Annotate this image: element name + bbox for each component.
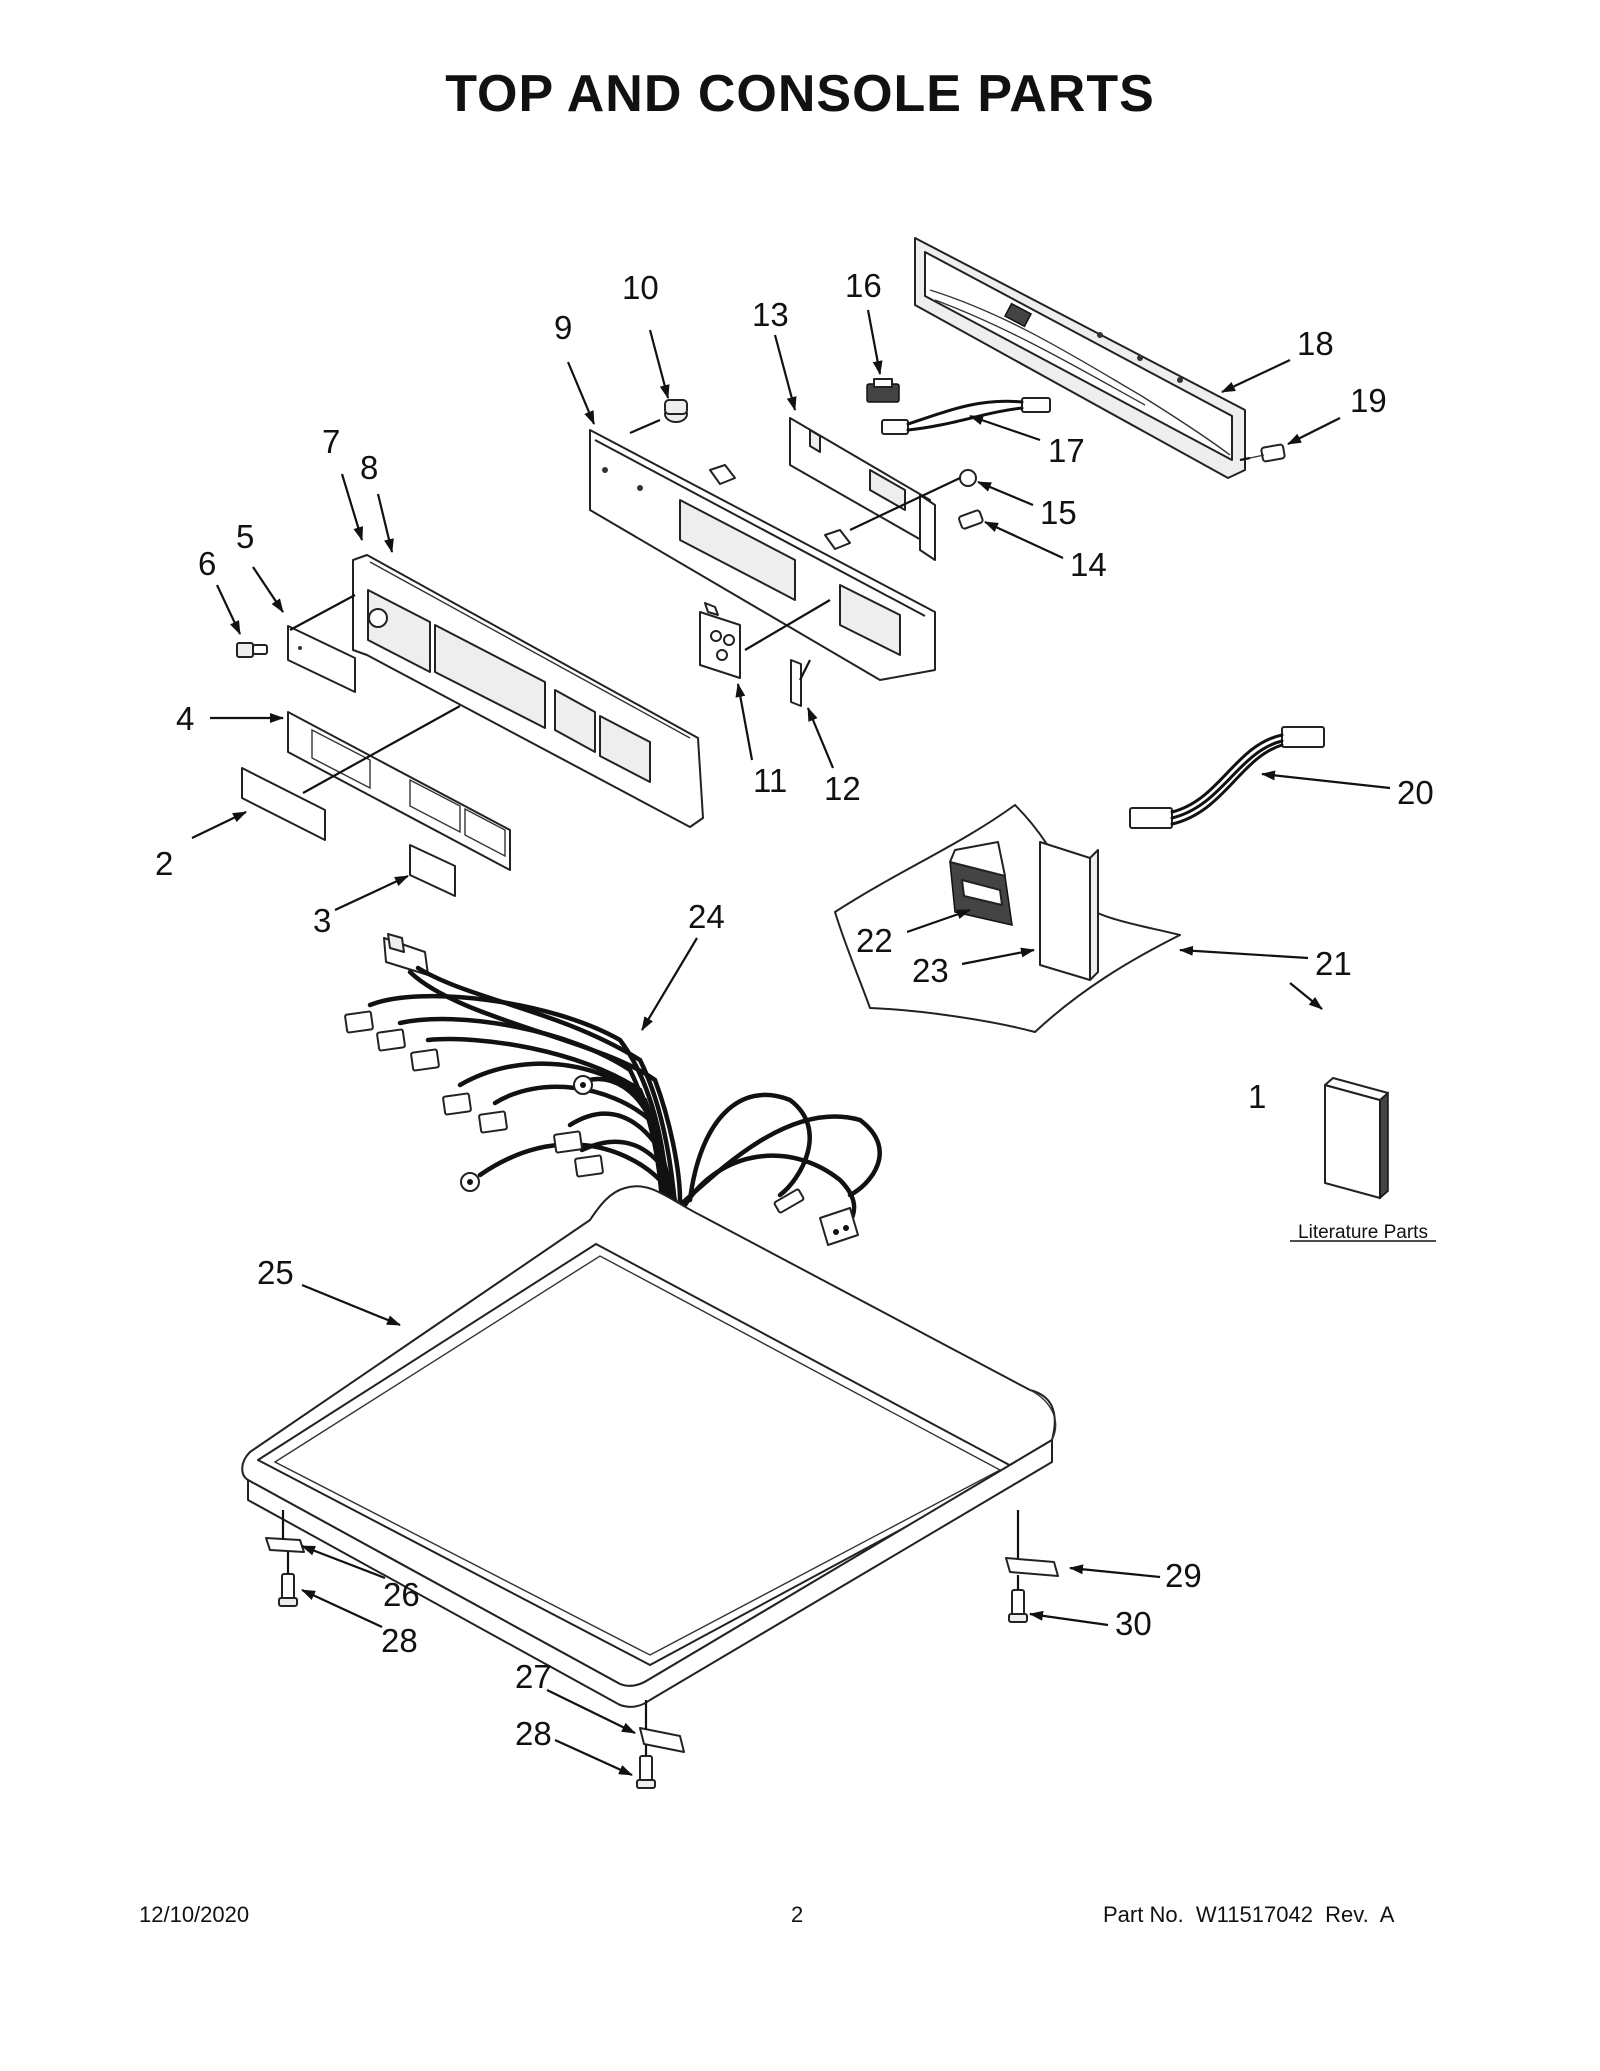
literature-book-1: [1324, 1077, 1389, 1200]
callout-13: 13: [752, 296, 789, 333]
main-wire-harness-24: [344, 933, 882, 1246]
screw-6: [236, 642, 268, 658]
callout-22: 22: [856, 922, 893, 959]
callout-28-bottom: 28: [515, 1715, 552, 1752]
callout-3: 3: [313, 902, 331, 939]
overlay-5: [287, 625, 356, 693]
bracket-27: [639, 1727, 685, 1753]
bracket-26: [265, 1537, 305, 1553]
bezel-2: [241, 767, 326, 841]
card-23: [1039, 841, 1099, 981]
callout-4: 4: [176, 700, 194, 737]
washer-15: [959, 469, 977, 487]
callout-5: 5: [236, 518, 254, 555]
callout-2: 2: [155, 845, 173, 882]
bezel-3: [409, 844, 456, 897]
callout-23: 23: [912, 952, 949, 989]
alignment-lines: [281, 418, 1251, 1756]
module-22: [949, 841, 1013, 926]
literature-parts-label: Literature Parts: [1298, 1222, 1428, 1243]
callout-8: 8: [360, 449, 378, 486]
callout-14: 14: [1070, 546, 1107, 583]
callout-21: 21: [1315, 945, 1352, 982]
bracket-11: [699, 602, 741, 679]
callout-7: 7: [322, 423, 340, 460]
callout-15: 15: [1040, 494, 1077, 531]
console-panel-8: [352, 554, 704, 828]
bracket-12: [790, 659, 802, 707]
connector-16: [866, 378, 900, 403]
knob-10: [664, 399, 688, 423]
wire-harness-17: [881, 397, 1051, 435]
callout-24: 24: [688, 898, 725, 935]
screw-30: [1008, 1589, 1028, 1623]
footer-date: 12/10/2020: [139, 1902, 250, 1927]
overlay-panel-4: [287, 711, 511, 871]
callout-10: 10: [622, 269, 659, 306]
callout-27: 27: [515, 1658, 552, 1695]
console-rear-bracket: [914, 237, 1246, 479]
top-panel-25: [241, 1185, 1057, 1708]
callout-9: 9: [554, 309, 572, 346]
callout-29: 29: [1165, 1557, 1202, 1594]
page-title: TOP AND CONSOLE PARTS: [445, 65, 1155, 123]
screw-19: [1249, 443, 1286, 463]
callout-17: 17: [1048, 432, 1085, 469]
control-board-13: [789, 417, 936, 561]
callout-1: 1: [1248, 1078, 1266, 1115]
screw-28-bottom: [636, 1755, 656, 1789]
callout-19: 19: [1350, 382, 1387, 419]
callout-16: 16: [845, 267, 882, 304]
callout-18: 18: [1297, 325, 1334, 362]
footer-part-number: Part No. W11517042 Rev. A: [1103, 1902, 1395, 1927]
callout-12: 12: [824, 770, 861, 807]
callout-26: 26: [383, 1576, 420, 1613]
callout-30: 30: [1115, 1605, 1152, 1642]
callout-labels: 1 2 3 4 5 6 7 8 9 10 11 12 13 14 15 16 1…: [155, 267, 1434, 1752]
callout-11: 11: [753, 762, 787, 799]
console-housing-9: [589, 429, 936, 681]
screw-28-left: [278, 1573, 298, 1607]
callout-6: 6: [198, 545, 216, 582]
callout-28-left: 28: [381, 1622, 418, 1659]
callout-25: 25: [257, 1254, 294, 1291]
callout-20: 20: [1397, 774, 1434, 811]
bracket-29: [1005, 1557, 1059, 1577]
leader-arrows: [191, 309, 1391, 1777]
footer-page-number: 2: [791, 1902, 804, 1927]
screw-14: [958, 509, 984, 530]
wire-harness-20: [1129, 726, 1325, 829]
